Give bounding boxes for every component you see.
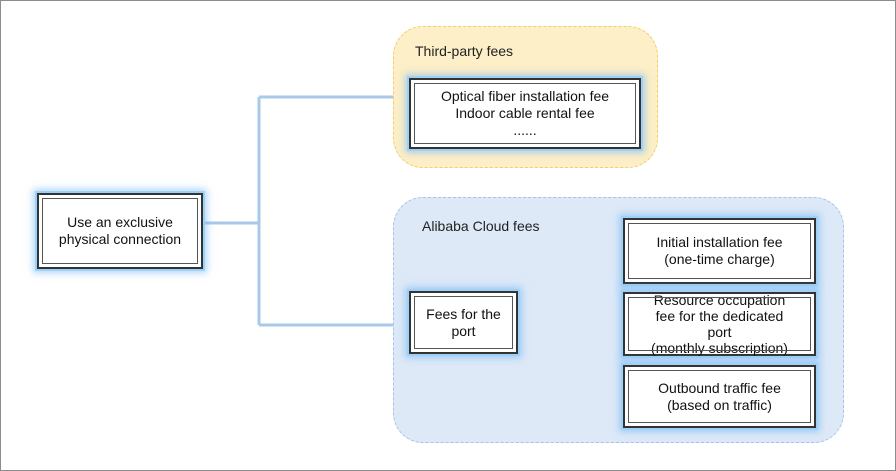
fee-2-line-3: port: [707, 324, 732, 340]
fee-3-line-2: (based on traffic): [667, 396, 772, 413]
third-party-item-2: Indoor cable rental fee: [455, 105, 595, 121]
fee-1-line-1: Initial installation fee: [656, 234, 783, 250]
root-node-box: Use an exclusive physical connection: [37, 193, 203, 269]
third-party-items-box: Optical fiber installation fee Indoor ca…: [409, 78, 641, 149]
root-line-1: Use an exclusive: [67, 214, 173, 230]
port-fees-box: Fees for the port: [409, 291, 518, 354]
third-party-item-1: Optical fiber installation fee: [440, 88, 610, 104]
root-line-2: physical connection: [58, 231, 182, 247]
third-party-title: Third-party fees: [415, 43, 514, 59]
fee-outbound-traffic-box: Outbound traffic fee (based on traffic): [623, 365, 816, 428]
fee-initial-installation-box: Initial installation fee (one-time charg…: [623, 218, 816, 284]
fee-1-line-2: (one-time charge): [664, 251, 775, 267]
port-line-1: Fees for the: [426, 305, 501, 322]
alibaba-title: Alibaba Cloud fees: [422, 218, 540, 234]
fee-2-line-2: fee for the dedicated: [655, 308, 784, 324]
third-party-item-3: ......: [513, 122, 537, 138]
fee-3-line-1: Outbound traffic fee: [658, 379, 781, 396]
port-line-2: port: [451, 322, 476, 339]
fee-2-line-1: Resource occupation: [653, 292, 786, 308]
fee-2-line-4: (monthly subscription): [651, 340, 788, 356]
fee-resource-occupation-box: Resource occupation fee for the dedicate…: [623, 292, 816, 356]
